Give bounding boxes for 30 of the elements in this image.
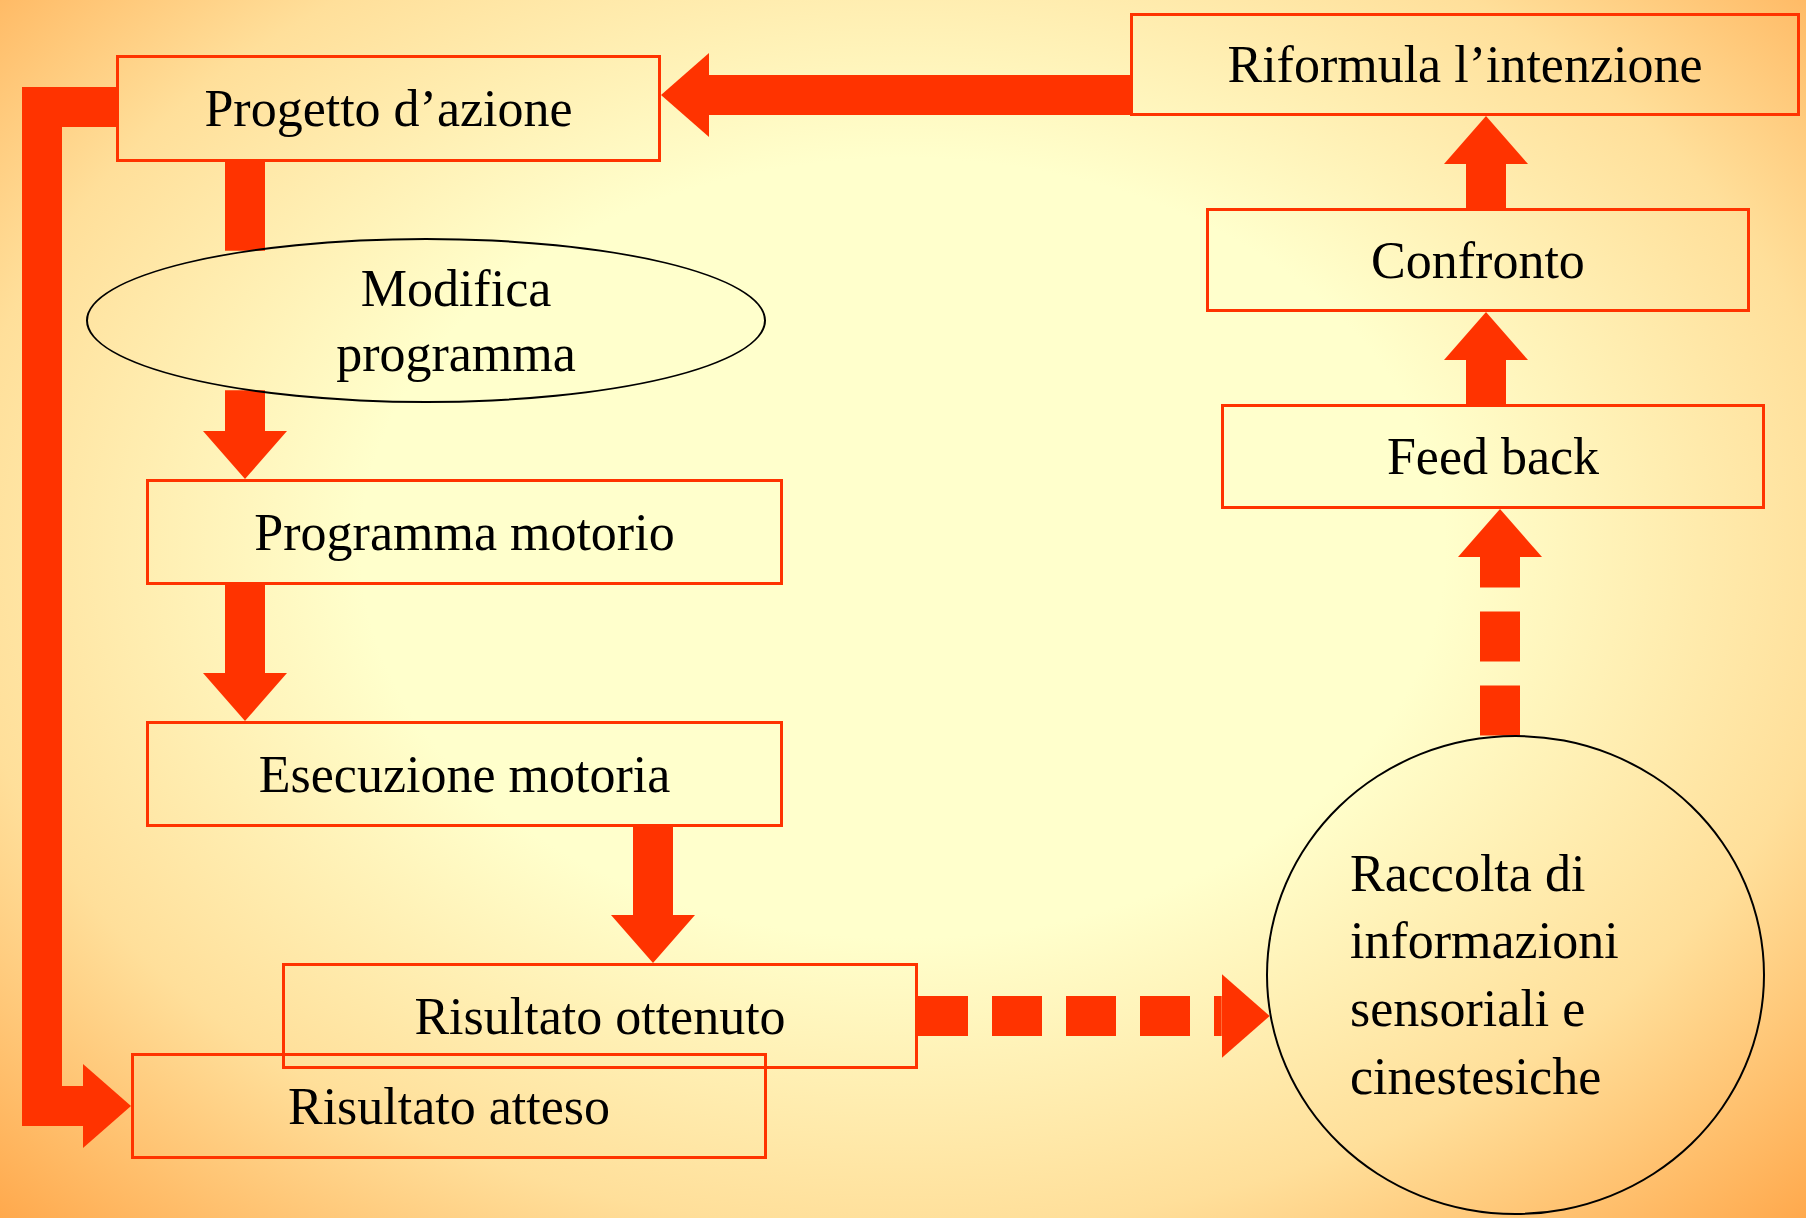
arrow (1444, 116, 1528, 208)
arrow (611, 827, 695, 963)
process-box (116, 55, 661, 162)
arrow (203, 585, 287, 721)
process-box (131, 1053, 767, 1159)
ellipse-node (86, 238, 766, 403)
arrow (1444, 312, 1528, 404)
arrow (203, 390, 287, 479)
connector (225, 162, 265, 251)
node-label: Modifica programma (335, 258, 577, 384)
process-box (146, 479, 783, 585)
arrow (1458, 509, 1542, 736)
node-label: Programma motorio (254, 502, 675, 563)
arrow (661, 53, 1130, 137)
process-box (1130, 13, 1800, 116)
process-box (1221, 404, 1765, 509)
arrow (22, 87, 131, 1148)
node-label: Esecuzione motoria (258, 744, 671, 805)
node-label: Feed back (1386, 427, 1600, 487)
node-label: Confronto (1371, 230, 1585, 291)
node-label: Raccolta di informazioni sensoriali e cinestesiche (1350, 843, 1620, 1107)
process-box (1206, 208, 1750, 312)
circle-node (1266, 735, 1765, 1215)
node-label: Progetto d’azione (204, 79, 573, 139)
arrow (918, 974, 1270, 1058)
node-label: Riformula l’intenzione (1227, 35, 1703, 95)
node-label: Risultato ottenuto (414, 986, 786, 1047)
process-box (282, 963, 918, 1069)
process-box (146, 721, 783, 827)
node-label: Risultato atteso (287, 1076, 611, 1137)
